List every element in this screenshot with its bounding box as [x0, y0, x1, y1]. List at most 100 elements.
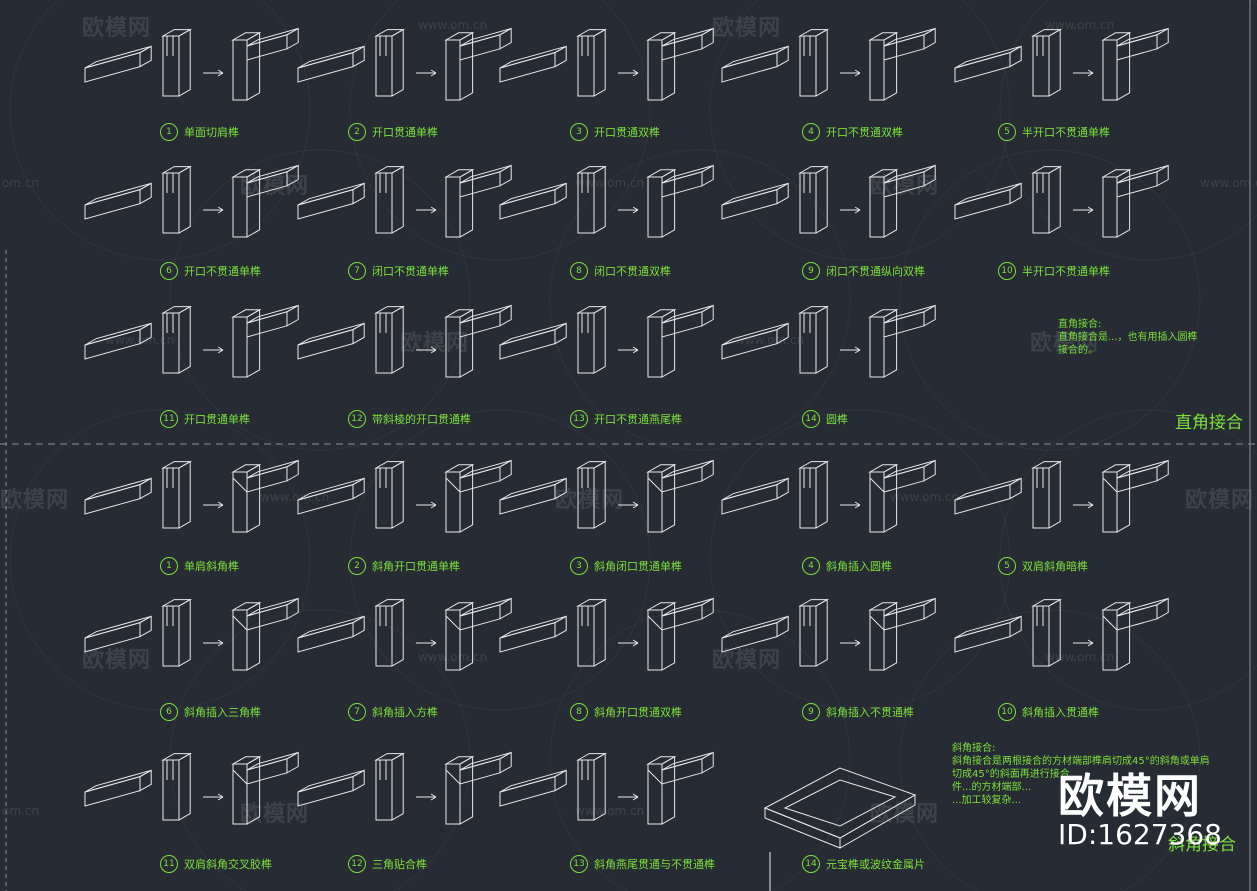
- joint-top-2-3-assembled-beam-top: [883, 305, 936, 324]
- joint-bottom-2-1-mortise-post-side: [391, 752, 404, 821]
- joint-bottom-1-1-mortise-post-side: [391, 598, 404, 667]
- watermark-logo: 欧模网: [555, 488, 625, 513]
- joint-bottom-0-1-arrow: [430, 501, 437, 506]
- joint-bottom-0-3-tenon-rail-end: [776, 477, 789, 500]
- joint-top-1-4-assembled-beam-end: [1156, 164, 1169, 187]
- caption-label: 半开口不贯通单榫: [1022, 126, 1110, 139]
- joint-top-0-0-mortise-post-side: [178, 28, 191, 97]
- joint-top-2-3-assembled-beam-end: [923, 304, 936, 327]
- joint-top-1-4-mortise-post-top: [1031, 166, 1063, 174]
- joint-bottom-1-2-tenon-rail-end: [554, 615, 567, 638]
- joint-top-0-1-mortise-post-top: [374, 29, 406, 37]
- joint-top-2-2-assembled-post-top: [646, 309, 677, 318]
- joint-top-2-1-assembled-beam-top: [459, 305, 512, 324]
- joint-top-1-0-arrow: [217, 209, 224, 214]
- caption-label: 双肩斜角暗榫: [1022, 560, 1088, 573]
- watermark-logo: 欧模网: [240, 802, 310, 827]
- joint-bottom-0-3-arrow: [854, 504, 861, 509]
- caption-label: 开口贯通单榫: [372, 126, 438, 139]
- joint-top-0-3-mortise-post-side: [815, 28, 828, 97]
- joint-top-0-2-tenon-rail-end: [554, 45, 567, 68]
- joint-bottom-1-3-assembled-beam-top: [883, 598, 936, 617]
- caption-label: 斜角插入三角榫: [184, 706, 261, 719]
- joint-bottom-0-3-assembled-post-side: [883, 463, 898, 533]
- joint-top-0-2-assembled-beam-face: [661, 34, 703, 61]
- joint-top-1-1-mortise-post-front: [375, 172, 393, 234]
- joint-top-0-3-assembled-post-side: [883, 31, 898, 101]
- caption-label: 斜角燕尾贯通与不贯通榫: [594, 858, 715, 871]
- joint-bottom-1-1-arrow: [430, 639, 437, 644]
- top-section-note: 直角接合: 直角接合是...，也有用插入圆榫 接合的。: [1058, 318, 1198, 357]
- joint-bottom-1-1-tenon-rail-end: [352, 615, 365, 638]
- joint-top-2-2-assembled-post-side: [661, 308, 676, 378]
- joint-bottom-1-4-tenon-rail-top: [954, 615, 1022, 639]
- joint-top-0-4-mortise-post-front: [1032, 35, 1050, 97]
- joint-top-0-3-assembled-beam-top: [883, 28, 936, 47]
- joint-bottom-1-1-tenon-rail-top: [297, 615, 365, 639]
- joint-top-0-4-mortise-post-side: [1048, 28, 1061, 97]
- joint-top-0-1-tenon-rail-top: [297, 45, 365, 69]
- joint-bottom-1-2-tenon-rail-top: [499, 615, 567, 639]
- joint-top-0-3-arrow: [854, 69, 861, 74]
- joint-bottom-1-4-assembled-beam-face: [1116, 604, 1158, 631]
- joint-bottom-0-0-assembled-post-front: [232, 471, 248, 533]
- joint-top-0-3-mortise-post-top: [798, 29, 830, 37]
- joint-bottom-0-4-arrow: [1087, 504, 1094, 509]
- joint-bottom-0-0-tenon-rail-end: [139, 477, 152, 500]
- joint-top-2-3-tenon-rail-end: [776, 322, 789, 345]
- joint-bottom-1-3-arrow: [854, 642, 861, 647]
- joint-top-1-0-assembled-post-side: [246, 168, 261, 238]
- caption-number: 8: [570, 262, 588, 280]
- joint-bottom-2-0-mitre: [232, 769, 248, 785]
- joint-bottom-0-3-mitre: [869, 477, 885, 493]
- caption-number: 12: [348, 410, 366, 428]
- note-line: 件...的方材端部...: [952, 782, 1032, 793]
- joint-top-0-2-assembled-post-side: [661, 31, 676, 101]
- joint-top-0-4-assembled-beam-face: [1116, 34, 1158, 61]
- joint-bottom-2-1-mortise-post-front: [375, 759, 393, 821]
- joint-top-2-0-assembled-beam-face: [246, 311, 288, 338]
- joint-bottom-0-3-assembled-post-front: [869, 471, 885, 533]
- joint-bottom-2-2-mortise-post-top: [576, 753, 608, 761]
- bottom-section-title: 斜角接合: [1168, 835, 1236, 855]
- joint-bottom-2-0-arrow: [217, 793, 224, 798]
- joint-bottom-1-3-tenon-rail-end: [776, 615, 789, 638]
- joint-top-2-3-mortise-post-top: [798, 306, 830, 314]
- joint-bottom-1-2-mitre: [647, 615, 663, 631]
- joint-top-1-4-arrow: [1087, 206, 1094, 211]
- joint-bottom-0-2-mortise-post-side: [593, 460, 606, 529]
- joint-bottom-1-1-assembled-post-top: [444, 602, 475, 611]
- caption-label: 闭口不贯通双榫: [594, 265, 671, 278]
- joint-top-0-0-tenon-rail-top: [84, 45, 152, 69]
- joint-bottom-0-0-mitre: [232, 477, 248, 493]
- joint-top-0-4-assembled-beam-end: [1156, 27, 1169, 50]
- joint-top-0-0-mortise-post-front: [162, 35, 180, 97]
- joint-bottom-1-0-arrow: [217, 639, 224, 644]
- joint-bottom-1-2-arrow: [632, 642, 639, 647]
- joint-top-1-2-assembled-post-top: [646, 169, 677, 178]
- joint-bottom-1-0-mitre: [232, 615, 248, 631]
- joint-bottom-0-2-arrow: [632, 501, 639, 506]
- joint-top-1-2-arrow: [632, 209, 639, 214]
- caption-label: 带斜棱的开口贯通榫: [372, 413, 471, 426]
- caption-number: 13: [570, 855, 588, 873]
- joint-top-0-1-tenon-rail-end: [352, 45, 365, 68]
- caption-label: 三角贴合榫: [372, 858, 427, 871]
- note-line: ...加工较复杂...: [952, 795, 1022, 806]
- joint-top-2-1-arrow: [430, 349, 437, 354]
- joint-top-2-2-mortise-post-top: [576, 306, 608, 314]
- watermark-url: www.om.cn: [105, 333, 175, 347]
- joint-top-2-0-tenon-rail-end: [139, 322, 152, 345]
- joint-bottom-0-2-mitre: [647, 477, 663, 493]
- joint-top-0-2-assembled-beam-end: [701, 27, 714, 50]
- watermark-logo: 欧模网: [870, 802, 940, 827]
- joint-bottom-1-3-assembled-beam-end: [923, 597, 936, 620]
- joint-bottom-1-1-assembled-post-side: [459, 601, 474, 671]
